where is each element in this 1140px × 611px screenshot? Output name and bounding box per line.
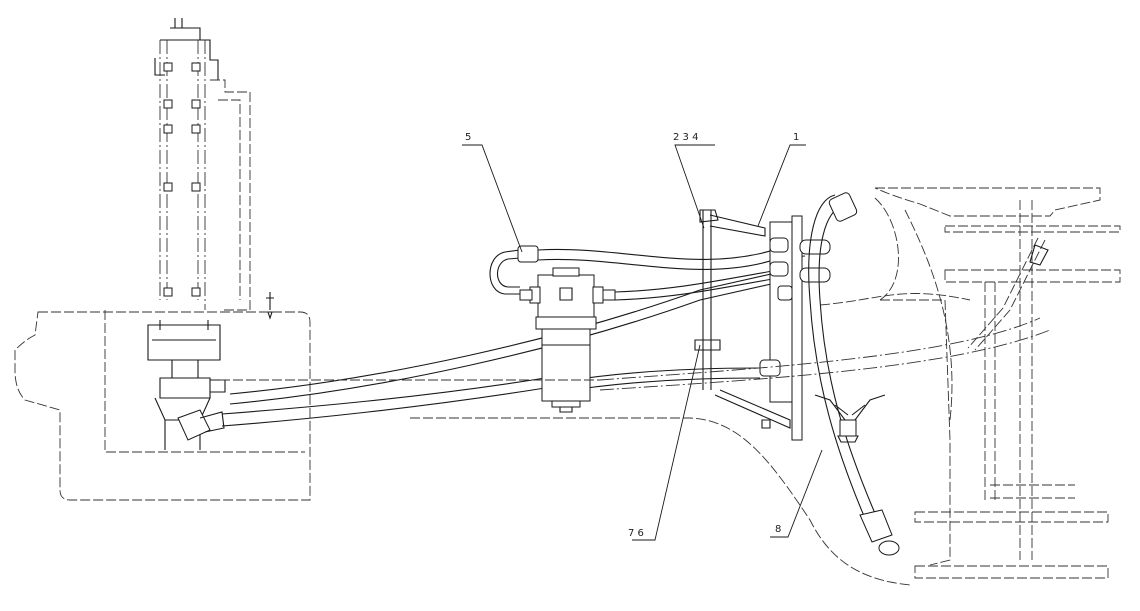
callout-2-3-4-label: 2 3 4 <box>673 132 698 143</box>
right-chassis-outline <box>599 187 1121 579</box>
oil-filter <box>519 267 616 413</box>
callout-5: 5 <box>462 132 523 253</box>
callout-1-label: 1 <box>793 132 799 143</box>
callout-8-label: 8 <box>775 524 781 535</box>
long-hoses <box>221 271 781 427</box>
lower-frame-curve <box>220 379 911 586</box>
callout-7-6-label: 7 6 <box>628 528 644 539</box>
callout-7-6: 7 6 <box>628 344 701 541</box>
left-pump-housing <box>14 310 311 501</box>
callout-8: 8 <box>770 449 823 538</box>
center-fitting <box>814 394 886 443</box>
column-bolts <box>163 62 201 297</box>
left-vertical-column <box>154 18 274 320</box>
right-curved-hose <box>808 192 900 556</box>
upper-loop-hose <box>489 245 806 301</box>
callout-1: 1 <box>757 132 806 227</box>
callout-2-3-4: 2 3 4 <box>673 132 715 229</box>
valve-bracket <box>694 209 831 441</box>
callout-5-label: 5 <box>465 132 471 143</box>
